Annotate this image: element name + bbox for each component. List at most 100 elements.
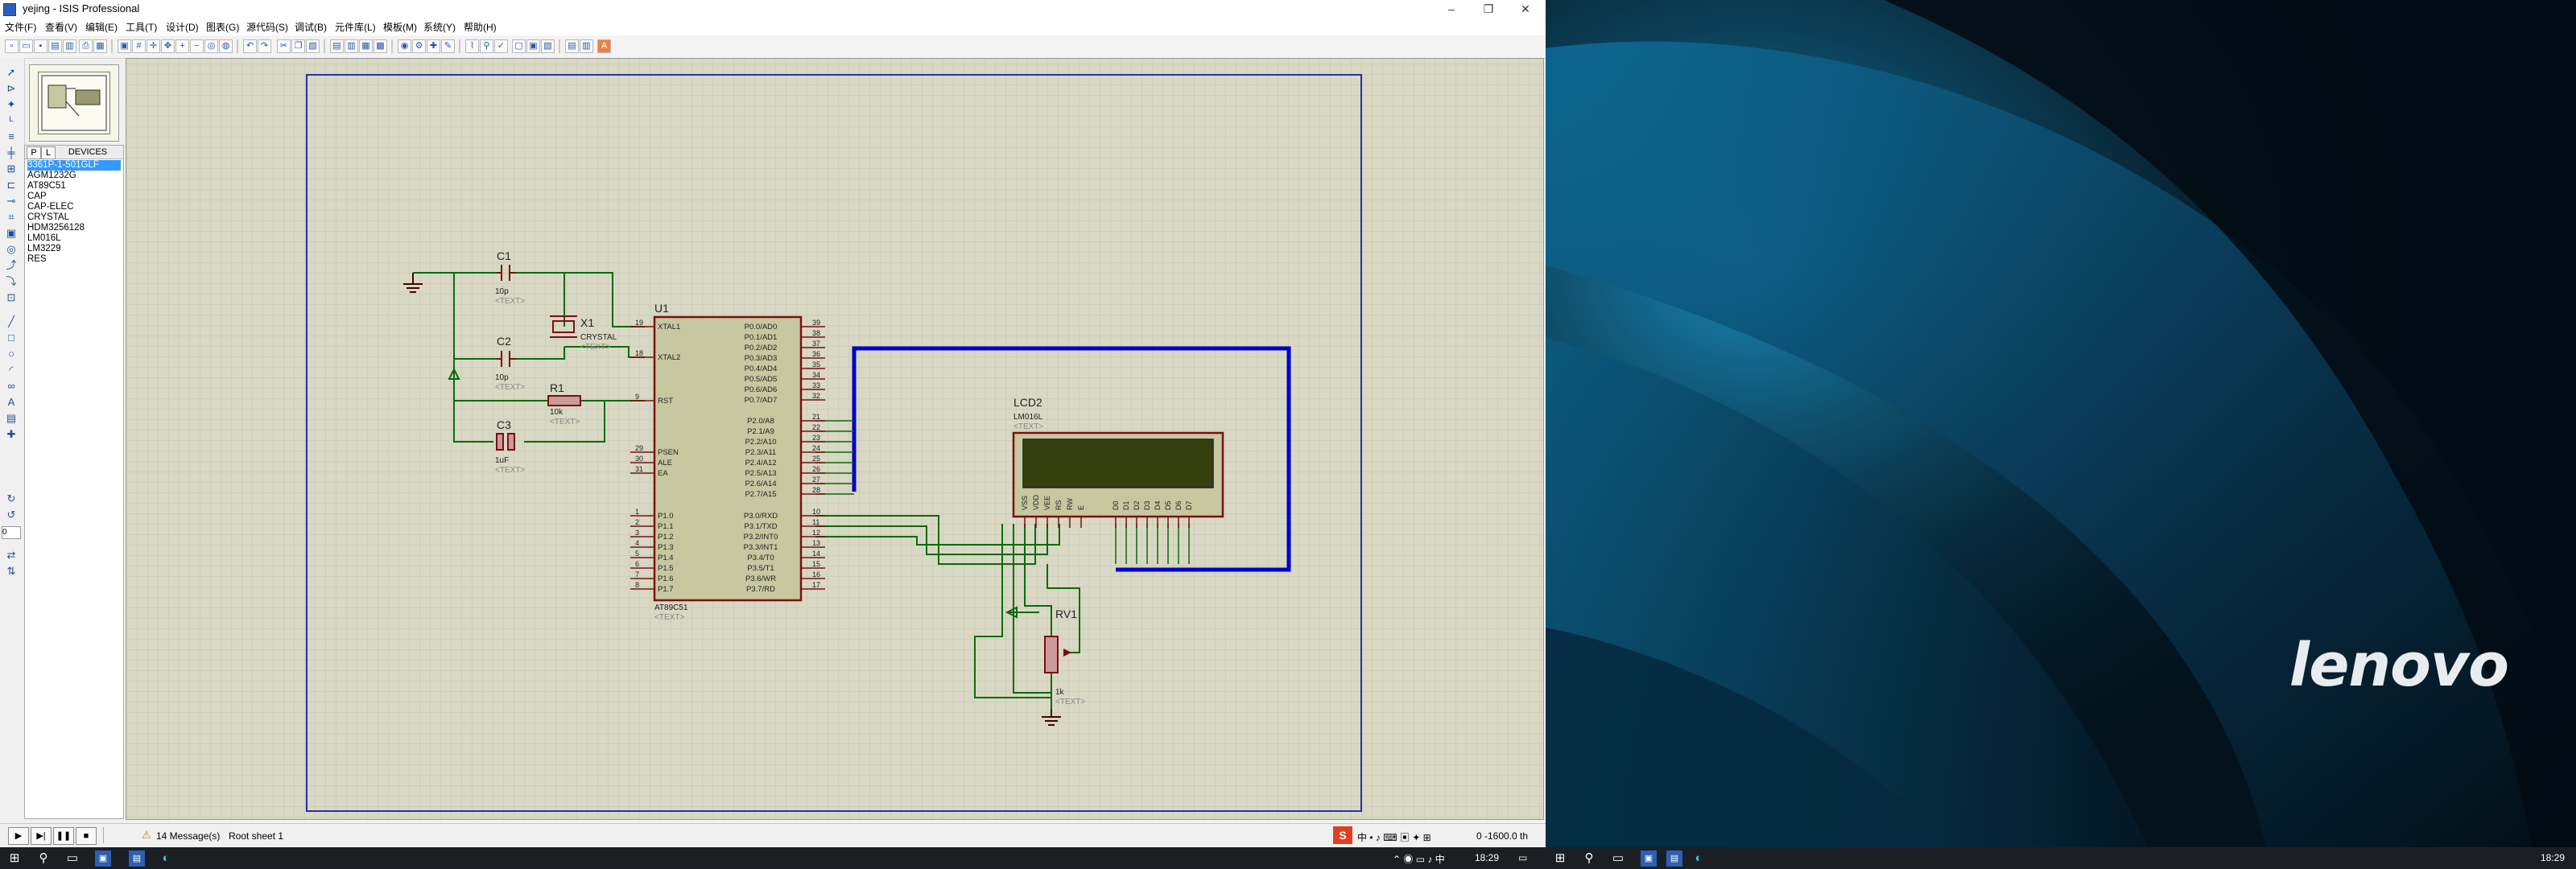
device-item[interactable]: RES bbox=[27, 254, 47, 264]
edge-browser-icon[interactable]: ◐ bbox=[162, 851, 170, 865]
task-view-icon[interactable]: ▭ bbox=[66, 851, 79, 865]
pan-icon[interactable]: ✥ bbox=[161, 39, 175, 53]
generator-icon[interactable]: ◎ bbox=[6, 243, 16, 255]
rotate-ccw-icon[interactable]: ↺ bbox=[6, 509, 16, 521]
virtual-instruments-icon[interactable]: ⊡ bbox=[6, 291, 16, 303]
junction-dot-icon[interactable]: ✦ bbox=[6, 98, 16, 110]
step-button[interactable]: ▶| bbox=[31, 827, 52, 845]
start-icon[interactable]: ⊞ bbox=[9, 851, 20, 865]
block-delete-icon[interactable]: ▩ bbox=[374, 39, 387, 53]
search-icon[interactable]: ⚲ bbox=[39, 851, 48, 865]
maximize-button[interactable]: ❐ bbox=[1483, 2, 1494, 15]
selection-mode-icon[interactable]: ➚ bbox=[6, 66, 16, 78]
zoom-out-icon[interactable]: − bbox=[190, 39, 204, 53]
edge-browser-icon[interactable]: ◐ bbox=[1695, 851, 1703, 865]
copy-icon[interactable]: ❐ bbox=[291, 39, 305, 53]
path-tool-icon[interactable]: ∞ bbox=[7, 380, 15, 392]
clock[interactable]: 18:29 bbox=[2541, 852, 2566, 863]
current-probe-icon[interactable]: ⤵ bbox=[6, 275, 17, 287]
text-script-icon[interactable]: ≡ bbox=[8, 130, 14, 142]
line-tool-icon[interactable]: ╱ bbox=[8, 315, 14, 327]
overview-window[interactable] bbox=[29, 64, 119, 142]
menu-help[interactable]: 帮助(H) bbox=[464, 22, 497, 33]
minimize-button[interactable]: – bbox=[1448, 2, 1455, 15]
menu-tools[interactable]: 工具(T) bbox=[126, 22, 158, 33]
schematic-drawing[interactable]: 19XTAL118XTAL29RST29PSEN30ALE31EA1P1.02P… bbox=[126, 59, 1543, 819]
redraw-icon[interactable]: ▣ bbox=[118, 39, 131, 53]
rotate-cw-icon[interactable]: ↻ bbox=[6, 492, 16, 505]
wire-autorouter-icon[interactable]: ⌇ bbox=[465, 39, 479, 53]
search-icon[interactable]: ⚲ bbox=[1584, 851, 1594, 865]
redo-icon[interactable]: ↷ bbox=[258, 39, 271, 53]
tape-recorder-icon[interactable]: ▣ bbox=[6, 227, 17, 239]
block-copy-icon[interactable]: ▤ bbox=[330, 39, 344, 53]
device-item[interactable]: 3361P-1-501GLF bbox=[27, 160, 121, 171]
menu-template[interactable]: 模板(M) bbox=[383, 22, 417, 33]
device-item[interactable]: LM016L bbox=[27, 233, 61, 243]
zoom-all-icon[interactable]: ◎ bbox=[204, 39, 218, 53]
stop-button[interactable]: ■ bbox=[76, 827, 97, 845]
print-icon[interactable]: ⎙ bbox=[79, 39, 93, 53]
menu-file[interactable]: 文件(F) bbox=[5, 22, 37, 33]
property-tool-icon[interactable]: ✓ bbox=[494, 39, 508, 53]
save-icon[interactable]: ▪ bbox=[34, 39, 47, 53]
wire-label-icon[interactable]: ᴸ bbox=[9, 114, 14, 126]
arc-tool-icon[interactable]: ◜ bbox=[9, 364, 14, 376]
new-file-icon[interactable]: ▫ bbox=[5, 39, 19, 53]
make-device-icon[interactable]: ⚙ bbox=[412, 39, 426, 53]
device-pins-icon[interactable]: ⊸ bbox=[6, 195, 16, 207]
new-sheet-icon[interactable]: ▢ bbox=[512, 39, 526, 53]
pause-button[interactable]: ❚❚ bbox=[53, 827, 74, 845]
open-file-icon[interactable]: ▭ bbox=[19, 39, 33, 53]
isis-taskbar-icon[interactable]: ▤ bbox=[1666, 850, 1682, 867]
erc-report-icon[interactable]: ▥ bbox=[580, 39, 593, 53]
bus-icon[interactable]: ╪ bbox=[7, 146, 15, 159]
netlist-to-ares-icon[interactable]: A bbox=[597, 39, 611, 53]
terminals-icon[interactable]: ⊏ bbox=[6, 179, 16, 191]
menu-design[interactable]: 设计(D) bbox=[166, 22, 199, 33]
bill-of-materials-icon[interactable]: ▤ bbox=[565, 39, 579, 53]
export-icon[interactable]: ▥ bbox=[63, 39, 76, 53]
menu-debug[interactable]: 调试(B) bbox=[295, 22, 327, 33]
device-item[interactable]: CRYSTAL bbox=[27, 212, 69, 222]
menu-view[interactable]: 查看(V) bbox=[45, 22, 77, 33]
ime-logo-icon[interactable]: S bbox=[1333, 826, 1352, 844]
text-tool-icon[interactable]: A bbox=[7, 396, 15, 408]
app-taskbar-icon[interactable]: ▣ bbox=[95, 850, 111, 867]
menu-library[interactable]: 元件库(L) bbox=[335, 22, 376, 33]
voltage-probe-icon[interactable]: ⤴ bbox=[6, 259, 17, 271]
packaging-icon[interactable]: ✚ bbox=[427, 39, 440, 53]
menu-system[interactable]: 系统(Y) bbox=[423, 22, 456, 33]
symbol-tool-icon[interactable]: ▤ bbox=[6, 412, 17, 424]
decompose-icon[interactable]: ✎ bbox=[441, 39, 455, 53]
cut-icon[interactable]: ✂ bbox=[277, 39, 291, 53]
graph-icon[interactable]: ⌗ bbox=[8, 211, 14, 223]
pick-device-icon[interactable]: ◉ bbox=[398, 39, 411, 53]
search-icon[interactable]: ⚲ bbox=[480, 39, 493, 53]
menu-graph[interactable]: 图表(G) bbox=[206, 22, 240, 33]
clock[interactable]: 18:29 bbox=[1475, 852, 1500, 863]
paste-icon[interactable]: ▧ bbox=[306, 39, 320, 53]
block-rotate-icon[interactable]: ▦ bbox=[359, 39, 373, 53]
device-item[interactable]: CAP-ELEC bbox=[27, 202, 74, 212]
mirror-y-icon[interactable]: ⇅ bbox=[6, 565, 16, 577]
app-taskbar-icon[interactable]: ▣ bbox=[1641, 850, 1657, 867]
marker-tool-icon[interactable]: ✚ bbox=[6, 428, 16, 440]
subcircuit-icon[interactable]: ⊞ bbox=[6, 163, 16, 175]
device-item[interactable]: LM3229 bbox=[27, 244, 61, 253]
close-button[interactable]: ✕ bbox=[1521, 2, 1530, 15]
pick-device-tab[interactable]: P bbox=[27, 146, 41, 159]
start-icon[interactable]: ⊞ bbox=[1554, 851, 1566, 865]
isis-taskbar-icon[interactable]: ▤ bbox=[129, 850, 145, 867]
message-count[interactable]: 14 Message(s) bbox=[156, 830, 221, 842]
notification-icon[interactable]: ▭ bbox=[1518, 852, 1528, 863]
grid-icon[interactable]: # bbox=[132, 39, 146, 53]
device-item[interactable]: AGM1232G bbox=[27, 171, 76, 180]
component-mode-icon[interactable]: ⊳ bbox=[6, 82, 16, 94]
mirror-x-icon[interactable]: ⇄ bbox=[6, 549, 16, 561]
device-item[interactable]: HDM3256128 bbox=[27, 223, 85, 233]
zoom-in-icon[interactable]: + bbox=[175, 39, 189, 53]
play-button[interactable]: ▶ bbox=[8, 827, 29, 845]
zoom-to-child-icon[interactable]: ▧ bbox=[541, 39, 555, 53]
